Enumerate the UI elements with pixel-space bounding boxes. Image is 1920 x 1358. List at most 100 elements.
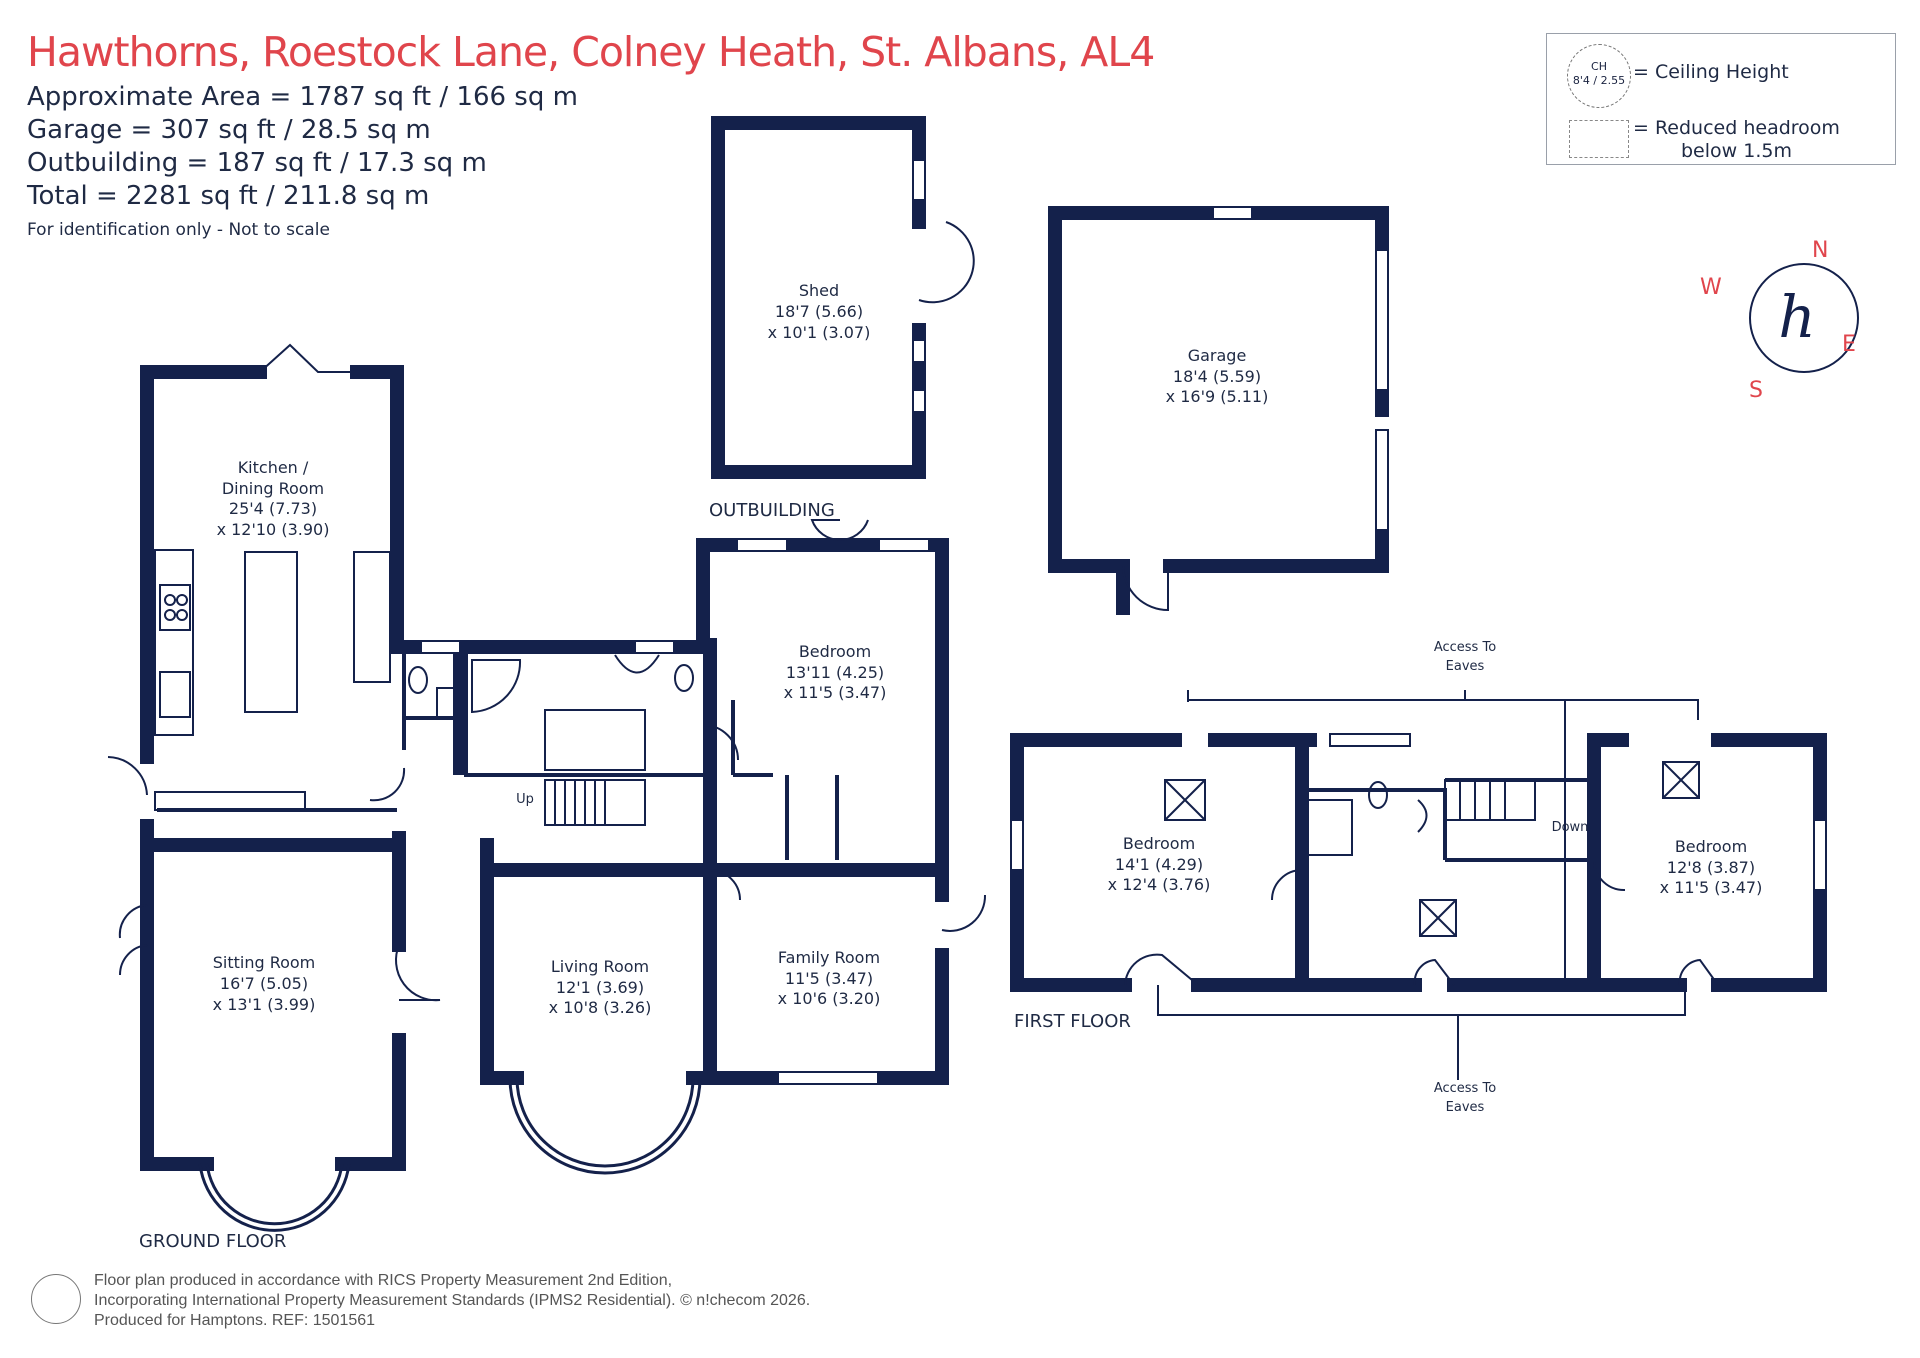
living-name: Living Room (551, 957, 649, 976)
bedroom-g-name: Bedroom (799, 642, 871, 661)
bedroom-f2-dim-1: 12'8 (3.87) (1667, 858, 1755, 877)
bedroom-f1-int-door (1271, 869, 1303, 901)
garage-dim-1: 18'4 (5.59) (1173, 367, 1261, 386)
shed-window-3 (912, 389, 926, 413)
person-icon (31, 1274, 81, 1324)
bedroom-window-left (736, 538, 788, 552)
cloak-door (369, 767, 406, 802)
compass-n: N (1812, 238, 1828, 263)
bedroom-door (702, 724, 739, 761)
legend-box: CH 8'4 / 2.55 = Ceiling Height = Reduced… (1546, 33, 1896, 165)
shed-dim-2: x 10'1 (3.07) (768, 323, 871, 342)
bedroom-f1-dim-2: x 12'4 (3.76) (1108, 875, 1211, 894)
bedroom-f1-name: Bedroom (1123, 834, 1195, 853)
bedroom-french-door (810, 519, 869, 541)
sitting-bay (205, 1163, 344, 1226)
bathroom-window-2 (634, 640, 675, 654)
hob (159, 584, 191, 631)
ceiling-height-symbol: CH 8'4 / 2.55 (1567, 44, 1631, 108)
family-side-door (941, 894, 987, 932)
stairs-down-label: Down (1552, 820, 1589, 835)
bedroom-f2-dim-2: x 11'5 (3.47) (1660, 878, 1763, 897)
toilet (408, 666, 428, 694)
basin-f (1417, 799, 1428, 833)
bedroom-f1-dim-1: 14'1 (4.29) (1115, 855, 1203, 874)
shed-window (912, 159, 926, 201)
front-door (395, 944, 441, 1002)
living-bay (515, 1077, 695, 1168)
eaves-bottom-label-2: Eaves (1446, 1100, 1485, 1115)
ground-floor-walls (140, 365, 949, 1171)
ch-value: 8'4 / 2.55 (1572, 74, 1626, 87)
bedroom-f2-window (1813, 819, 1827, 891)
family-door (709, 869, 741, 901)
compass-s: S (1749, 378, 1763, 403)
bedroom-g-dim-1: 13'11 (4.25) (786, 663, 884, 682)
compass-e: E (1842, 332, 1856, 357)
sitting-name: Sitting Room (213, 953, 316, 972)
basin-2 (614, 654, 660, 674)
reduced-headroom-label-2: below 1.5m (1681, 140, 1792, 162)
page-title: Hawthorns, Roestock Lane, Colney Heath, … (27, 28, 1155, 76)
shed-dim-1: 18'7 (5.66) (775, 302, 863, 321)
ch-label: CH (1591, 60, 1607, 73)
first-floor-label: FIRST FLOOR (1014, 1011, 1131, 1032)
bedroom-f2-name: Bedroom (1675, 837, 1747, 856)
eaves-bottom-line (1157, 985, 1686, 1016)
reduced-headroom-symbol (1569, 120, 1629, 158)
compass-logo-letter: h (1778, 283, 1815, 351)
toilet-f (1368, 781, 1388, 809)
shed-door (918, 221, 975, 304)
garage-walls (1048, 206, 1389, 615)
kitchen-name-2: Dining Room (222, 479, 324, 498)
footer-line-3: Produced for Hamptons. REF: 1501561 (94, 1312, 376, 1329)
footer-line-1: Floor plan produced in accordance with R… (94, 1272, 673, 1289)
identification-note: For identification only - Not to scale (27, 220, 330, 240)
ceiling-height-label: = Ceiling Height (1633, 61, 1789, 83)
bedroom-f1-window (1010, 819, 1024, 871)
compass-w: W (1700, 275, 1722, 300)
ground-floor-label: GROUND FLOOR (139, 1231, 286, 1252)
shower-f (1301, 799, 1353, 856)
bathroom-f-window (1329, 733, 1411, 747)
reduced-headroom-label: = Reduced headroom (1633, 117, 1840, 139)
outbuilding-area: Outbuilding = 187 sq ft / 17.3 sq m (27, 148, 487, 178)
kitchen-dim-1: 25'4 (7.73) (229, 499, 317, 518)
kitchen-dim-2: x 12'10 (3.90) (217, 520, 330, 539)
garage-name: Garage (1188, 346, 1247, 365)
bedroom-f1-door (1124, 953, 1199, 986)
first-floor-door (1413, 958, 1455, 986)
eaves-top-label-2: Eaves (1446, 659, 1485, 674)
living-dim-2: x 10'8 (3.26) (549, 998, 652, 1017)
outbuilding-label: OUTBUILDING (709, 500, 835, 521)
living-dim-1: 12'1 (3.69) (556, 978, 644, 997)
sink (159, 671, 191, 718)
family-dim-1: 11'5 (3.47) (785, 969, 873, 988)
bedroom-f2-int-door (1593, 859, 1626, 892)
kitchen-counter (154, 549, 194, 736)
total-area: Total = 2281 sq ft / 211.8 sq m (27, 181, 430, 211)
bath (544, 709, 646, 771)
shed-name: Shed (799, 281, 839, 300)
garage-window-right (1375, 249, 1389, 391)
kitchen-name-1: Kitchen / (238, 458, 309, 477)
eaves-bottom-label-1: Access To (1434, 1081, 1496, 1096)
bedroom-window-right (878, 538, 930, 552)
basin (436, 687, 460, 719)
garage-area: Garage = 307 sq ft / 28.5 sq m (27, 115, 431, 145)
kitchen-side-door (107, 756, 148, 796)
toilet-2 (674, 664, 694, 692)
compass-logo: h N E S W (1700, 238, 1859, 403)
sitting-dim-1: 16'7 (5.05) (220, 974, 308, 993)
sitting-french-door (118, 904, 148, 976)
kitchen-bifold (259, 343, 357, 373)
garage-dim-2: x 16'9 (5.11) (1166, 387, 1269, 406)
kitchen-unit (353, 551, 391, 683)
garage-window-right-2 (1375, 429, 1389, 531)
approximate-area: Approximate Area = 1787 sq ft / 166 sq m (27, 82, 578, 112)
skylight-1 (1164, 779, 1206, 821)
shower (471, 659, 522, 714)
skylight-2 (1662, 761, 1700, 799)
shed-window-2 (912, 339, 926, 363)
family-name: Family Room (778, 948, 880, 967)
